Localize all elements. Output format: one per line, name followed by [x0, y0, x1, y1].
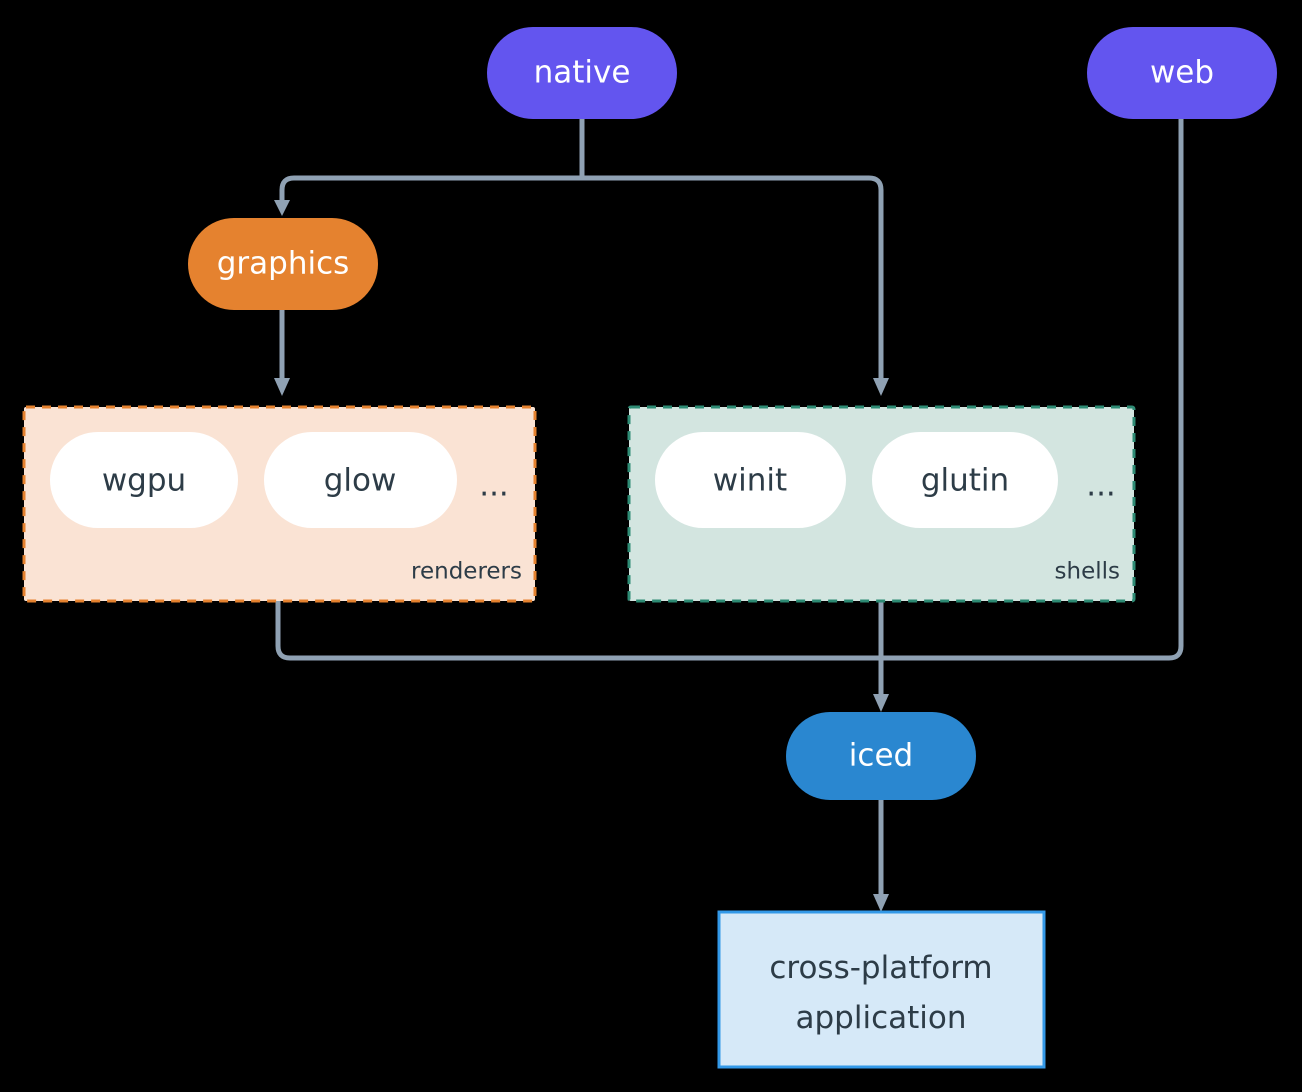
- node-winit-label: winit: [713, 463, 787, 499]
- group-shells: winit glutin ... shells: [627, 405, 1136, 603]
- node-graphics-label: graphics: [217, 246, 350, 282]
- node-glow-label: glow: [324, 463, 397, 499]
- group-shells-caption: shells: [1055, 559, 1120, 585]
- node-web-label: web: [1150, 55, 1214, 91]
- list-item[interactable]: glow: [264, 432, 457, 528]
- node-glutin-label: glutin: [921, 463, 1009, 499]
- edge-web-to-iced: [881, 119, 1184, 661]
- edge-native-to-shells: [582, 175, 889, 396]
- node-graphics-shape[interactable]: [188, 218, 378, 310]
- node-wgpu-label: wgpu: [102, 463, 186, 499]
- application-box[interactable]: [717, 910, 1046, 1069]
- node-winit-pill[interactable]: [655, 432, 846, 528]
- node-native-label: native: [534, 55, 631, 91]
- edge-iced-to-application: [873, 800, 889, 912]
- edge-merge-to-iced: [873, 658, 889, 712]
- node-glutin-pill[interactable]: [872, 432, 1058, 528]
- node-glow-pill[interactable]: [264, 432, 457, 528]
- application-label-line1: cross-platform: [769, 950, 992, 986]
- node-native-shape[interactable]: [487, 27, 677, 119]
- node-iced[interactable]: iced: [786, 712, 976, 800]
- renderers-ellipsis: ...: [479, 468, 509, 504]
- application-label-line2: application: [796, 1000, 967, 1036]
- node-iced-shape[interactable]: [786, 712, 976, 800]
- edge-renderers-to-iced: [275, 601, 881, 661]
- group-renderers: wgpu glow ... renderers: [22, 405, 537, 603]
- edge-graphics-to-renderers: [274, 310, 290, 396]
- node-web-shape[interactable]: [1087, 27, 1277, 119]
- list-item[interactable]: wgpu: [50, 432, 238, 528]
- node-graphics[interactable]: graphics: [188, 218, 378, 310]
- node-native[interactable]: native: [487, 27, 677, 119]
- node-web[interactable]: web: [1087, 27, 1277, 119]
- node-wgpu-pill[interactable]: [50, 432, 238, 528]
- group-renderers-caption: renderers: [411, 559, 522, 585]
- edge-native-to-graphics: [274, 175, 582, 216]
- shells-ellipsis: ...: [1086, 468, 1116, 504]
- node-cross-platform-application[interactable]: cross-platform application: [717, 910, 1046, 1069]
- node-iced-label: iced: [849, 738, 913, 774]
- list-item[interactable]: winit: [655, 432, 846, 528]
- list-item[interactable]: glutin: [872, 432, 1058, 528]
